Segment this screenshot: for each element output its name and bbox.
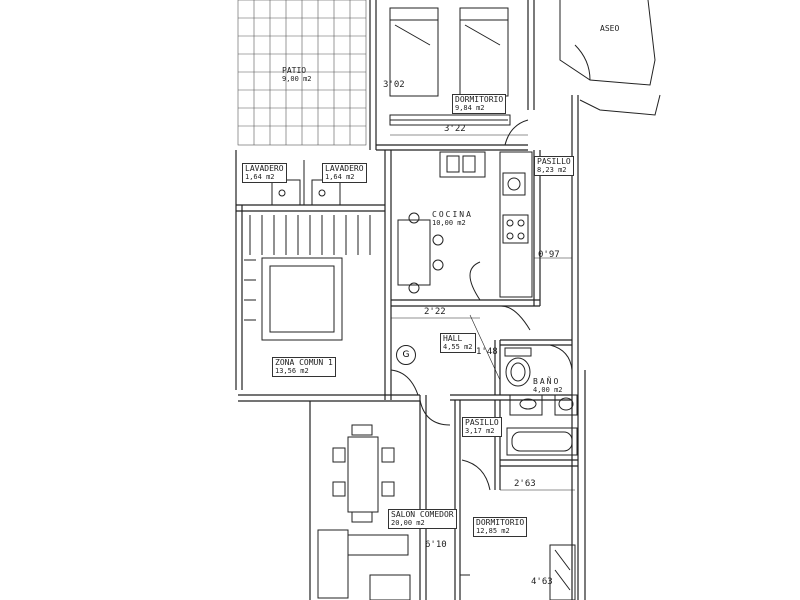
- room-label-hall-top: PASILLO 8,23 m2: [534, 156, 574, 176]
- dimension-text: 3'22: [444, 124, 466, 134]
- door-swing: [499, 305, 531, 331]
- dining-set: [317, 424, 411, 600]
- room-name: PASILLO: [465, 418, 499, 427]
- door-swing: [461, 459, 491, 491]
- room-area: 9,00 m2: [282, 75, 312, 83]
- room-area: 20,00 m2: [391, 519, 425, 527]
- room-area: 13,56 m2: [275, 367, 309, 375]
- room-label-living-dining: SALON COMEDOR 20,00 m2: [388, 509, 457, 529]
- room-name: PASILLO: [537, 157, 571, 166]
- dimension-text: 0'97: [538, 250, 560, 260]
- room-name: LAVADERO: [245, 164, 284, 173]
- room-area: 10,00 m2: [432, 219, 466, 227]
- dimension-text: 3'02: [383, 80, 405, 90]
- kitchen-fixtures: [397, 151, 533, 298]
- room-label-laundry-1: LAVADERO 1,64 m2: [242, 163, 287, 183]
- bathroom-fixtures: [504, 344, 578, 456]
- room-name: ZONA COMUN 1: [275, 358, 333, 367]
- room-name: ASEO: [600, 24, 620, 33]
- dimension-text: 6'10: [425, 540, 447, 550]
- room-name: COCINA: [432, 210, 473, 219]
- room-area: 4,55 m2: [443, 343, 473, 351]
- room-label-bath: BAÑO 4,00 m2: [533, 377, 563, 395]
- patio-tiles: [237, 0, 367, 146]
- room-label-laundry-2: LAVADERO 1,64 m2: [322, 163, 367, 183]
- room-area: 4,00 m2: [533, 386, 563, 394]
- room-name: DORMITORIO: [476, 518, 525, 527]
- room-name: HALL: [443, 334, 463, 343]
- walls: [235, 0, 586, 600]
- dimension-text: 2'22: [424, 307, 446, 317]
- room-label-bedroom-2: DORMITORIO 12,85 m2: [473, 517, 528, 537]
- dimension-text: 1'48: [476, 347, 498, 357]
- room-name: PATIO: [282, 66, 307, 75]
- dimension-text: 2'63: [514, 479, 536, 489]
- room-name: LAVADERO: [325, 164, 364, 173]
- room-label-bedroom-1: DORMITORIO 9,84 m2: [452, 94, 507, 114]
- room-area: 12,85 m2: [476, 527, 510, 535]
- room-label-hall: HALL 4,55 m2: [440, 333, 476, 353]
- room-name: DORMITORIO: [455, 95, 504, 104]
- room-label-kitchen: COCINA 10,00 m2: [432, 210, 473, 228]
- door-swing: [419, 399, 451, 426]
- room-label-aseo: ASEO: [600, 24, 619, 33]
- door-swing: [504, 119, 529, 146]
- dimension-lines: [390, 134, 575, 491]
- room-area: 8,23 m2: [537, 166, 567, 174]
- room-area: 1,64 m2: [245, 173, 275, 181]
- room-label-common-zone: ZONA COMUN 1 13,56 m2: [272, 357, 336, 377]
- bedroom-furniture: [460, 544, 576, 600]
- room-area: 3,17 m2: [465, 427, 495, 435]
- room-area: 1,64 m2: [325, 173, 355, 181]
- room-label-hall-low: PASILLO 3,17 m2: [462, 417, 502, 437]
- door-swing: [469, 261, 481, 301]
- room-name: SALON COMEDOR: [391, 510, 454, 519]
- aseo-outline: [559, 0, 661, 116]
- section-marker: G: [396, 345, 416, 365]
- room-name: BAÑO: [533, 377, 561, 386]
- door-swing: [390, 369, 419, 396]
- room-area: 9,84 m2: [455, 104, 485, 112]
- dimension-text: 4'63: [531, 577, 553, 587]
- staircase: [244, 215, 371, 341]
- room-label-patio: PATIO 9,00 m2: [282, 66, 312, 84]
